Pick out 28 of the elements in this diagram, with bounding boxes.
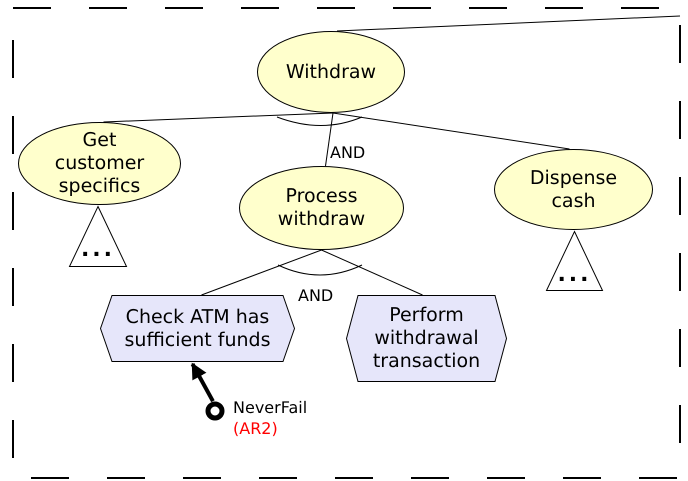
system-boundary [13, 8, 680, 478]
and-label: AND [330, 143, 366, 162]
subtree-triangle [546, 231, 603, 291]
connector-line [321, 250, 423, 296]
task-hexagon [100, 295, 295, 362]
goal-ellipse [257, 31, 405, 113]
connector-line [201, 250, 322, 296]
node-text: Check ATM has sufficient funds [124, 306, 272, 352]
requirement-id: (AR2) [233, 419, 278, 438]
and-label: AND [298, 286, 334, 305]
connector-line [103, 112, 334, 122]
ellipsis-text: ... [80, 239, 116, 262]
node-text: Process withdraw [276, 185, 366, 231]
connector-line [332, 112, 570, 150]
node-text: Perform withdrawal transaction [372, 304, 482, 373]
goal-ellipse [18, 122, 181, 205]
node-text: Dispense cash [528, 166, 618, 212]
requirement-name: NeverFail [233, 398, 308, 417]
connector-line [336, 16, 680, 32]
node-text: Withdraw [286, 60, 376, 84]
goal-ellipse [494, 149, 653, 230]
subtree-triangle [69, 206, 127, 267]
arrow [190, 362, 215, 402]
task-hexagon [346, 295, 507, 382]
goal-ellipse [239, 166, 404, 250]
ellipsis-text: ... [557, 264, 592, 286]
connector-line [325, 112, 334, 166]
node-text: Get customer specifics [54, 129, 146, 198]
